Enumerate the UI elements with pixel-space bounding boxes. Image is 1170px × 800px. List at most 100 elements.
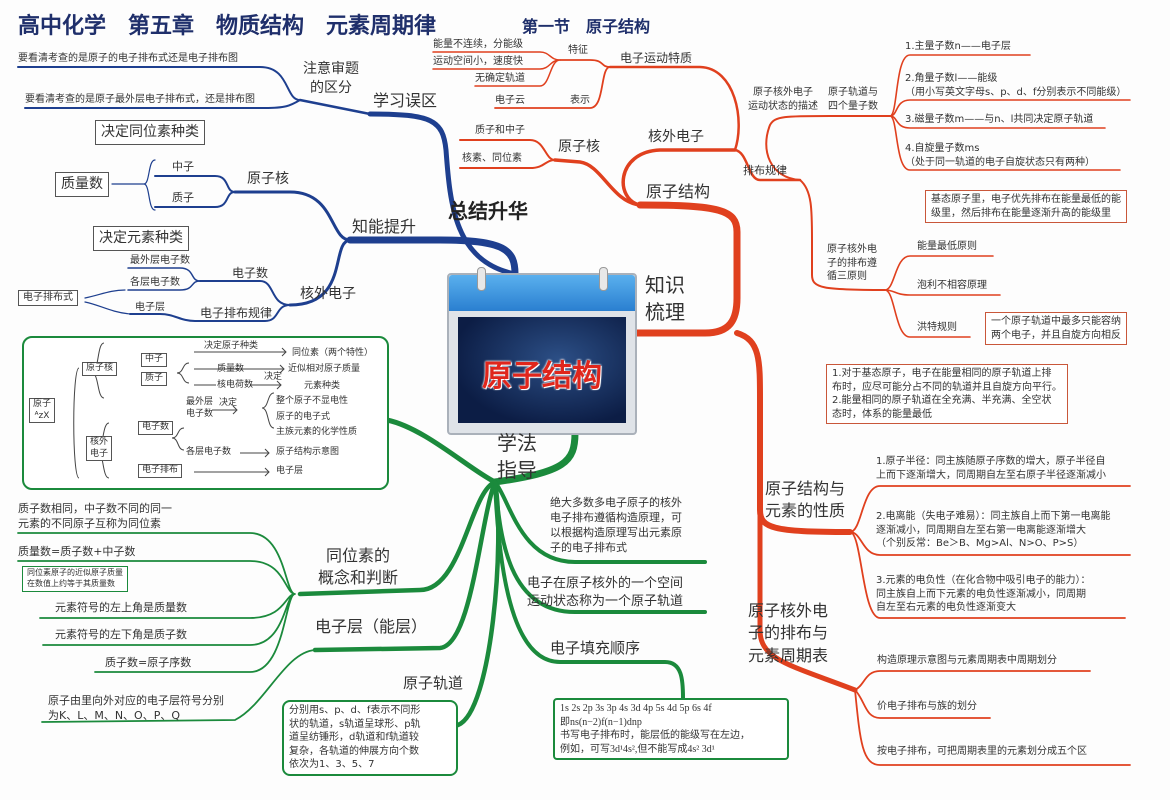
feature-item: 能量不连续，分能级	[433, 39, 523, 50]
table-shell: 电子层	[276, 466, 304, 476]
node-electron-count: 电子数	[232, 266, 269, 280]
line-count	[199, 280, 291, 306]
line-principle-items	[884, 255, 1001, 338]
line-feature	[559, 59, 611, 68]
node-mistakes: 学习误区	[373, 91, 438, 110]
trunk-summary	[346, 236, 519, 278]
callout-hund: 1.对于基态原子，电子在能量相同的原子轨道上排 布时，应尽可能分占不同的轨道并且…	[826, 364, 1068, 424]
brace-mass	[111, 159, 156, 211]
feature-item: 无确定轨道	[475, 73, 525, 84]
table-diagram: 原子结构示意图	[276, 447, 340, 457]
green-connectors	[17, 417, 707, 728]
line-layer-count	[127, 280, 201, 291]
node-neutron: 中子	[172, 160, 194, 173]
quantum-item: 2.角量子数l——能级 （用小写英文字母s、p、d、f分别表示不同能级）	[905, 73, 1127, 98]
aufbau-item: 绝大多数多电子原子的核外 电子排布遵循构造原理，可 以根据构造原理写出元素原 子…	[550, 496, 682, 554]
line-represent	[494, 66, 611, 109]
property-item: 1.原子半径：同主族随原子序数的增大，原子半径自 上而下逐渐增大，同周期自左至右…	[876, 456, 1106, 481]
center-node: 原子结构	[447, 267, 637, 435]
node-proton: 质子	[172, 191, 194, 204]
line-periodic	[757, 507, 858, 693]
line-rule	[733, 148, 802, 182]
callout-lowest-energy: 基态原子里，电子优先排布在能量最低的能 级里，然后排布在能量逐渐升高的能级里	[925, 190, 1127, 223]
line-aufbau	[493, 480, 707, 564]
node-ability: 知能提升	[352, 217, 417, 236]
periodic-item: 按电子排布，可把周期表里的元素划分成五个区	[877, 746, 1087, 757]
filling-box: 1s 2s 2p 3s 3p 4s 3d 4p 5s 4d 5p 6s 4f 即…	[553, 698, 789, 760]
node-isotope: 同位素的 概念和判断	[318, 546, 399, 588]
line-nuc-2	[459, 159, 556, 169]
table-decide2: 决定	[219, 398, 238, 408]
page-title: 高中化学 第五章 物质结构 元素周期律	[18, 14, 437, 39]
periodic-item: 价电子排布与族的划分	[877, 701, 977, 712]
table-isotope: 同位素（两个特性）	[292, 348, 374, 358]
line-shell-item	[41, 649, 316, 723]
center-label: 原子结构	[482, 359, 602, 394]
line-neutron	[154, 175, 236, 193]
line-motion	[608, 65, 740, 152]
table-nucleus: 原子核	[82, 362, 118, 376]
nucleus-item: 质子和中子	[475, 125, 525, 136]
table-chemical: 主族元素的化学性质	[276, 427, 358, 437]
table-mass-number: 质量数	[217, 364, 245, 374]
calendar-header	[449, 267, 635, 311]
node-layer-count: 各层电子数	[130, 277, 180, 288]
line-nuc-1	[459, 139, 556, 161]
orbital-box: 分别用s、p、d、f表示不同形 状的轨道，s轨道呈球形、p轨 道呈纺锤形，d轨道…	[282, 700, 458, 776]
node-quantum-numbers: 原子轨道与 四个量子数	[828, 87, 878, 112]
table-outer: 核外 电子	[86, 436, 113, 462]
isotope-item: 质子数=原子序数	[105, 656, 192, 669]
isotope-item: 质子数相同，中子数不同的同一 元素的不同原子互称为同位素	[18, 502, 172, 530]
table-decide: 决定	[264, 372, 283, 382]
mistake-item: 要看清考查的是原子最外层电子排布式，还是排布图	[25, 94, 255, 105]
table-electron-formula: 原子的电子式	[276, 412, 331, 422]
line-principles	[799, 179, 886, 291]
line-outer	[288, 238, 352, 307]
line-outer-count	[127, 267, 201, 282]
node-three-principles: 原子核外电 子的排布遵 循三原则	[827, 244, 877, 282]
node-outer-count: 最外层电子数	[130, 255, 190, 266]
node-orbital: 原子轨道	[403, 674, 464, 692]
node-periodic: 原子核外电 子的排布与 元素周期表	[748, 601, 829, 665]
node-nucleus-red: 原子核	[558, 139, 600, 155]
isotope-item: 质量数=质子数+中子数	[18, 545, 136, 558]
line-mistake-1	[17, 66, 301, 101]
principle-item: 泡利不相容原理	[917, 280, 987, 291]
line-mistakes	[298, 98, 372, 116]
blue-connectors	[17, 66, 519, 322]
table-proton: 质子	[141, 372, 168, 386]
quantum-item: 4.自旋量子数ms （处于同一轨道的电子自旋状态只有两种）	[905, 143, 1095, 168]
table-arrangement: 电子排布	[138, 464, 183, 478]
line-mistake-2	[24, 99, 301, 109]
periodic-item: 构造原理示意图与元素周期表中周期划分	[877, 655, 1057, 666]
page-subtitle: 第一节 原子结构	[522, 17, 651, 36]
branch-summary: 总结升华	[448, 199, 528, 223]
quantum-item: 1.主量子数n——电子层	[905, 41, 1011, 52]
node-motion-state: 原子核外电子 运动状态的描述	[748, 87, 818, 112]
table-outer-count: 最外层 电子数	[186, 397, 214, 420]
calendar-ring-icon	[477, 267, 486, 291]
line-table	[384, 417, 498, 485]
node-filling-order: 电子填充顺序	[550, 639, 641, 657]
callout-proton: 决定元素种类	[93, 226, 189, 251]
line-shell	[312, 479, 498, 653]
line-property-items	[849, 485, 1131, 619]
line-features	[432, 51, 561, 87]
node-outer-electrons-red: 核外电子	[648, 129, 704, 145]
table-element-type: 元素种类	[304, 381, 341, 391]
node-outer-electrons: 核外电子	[300, 286, 356, 302]
arrow-to-config	[84, 289, 131, 315]
line-filling	[493, 480, 685, 700]
table-neutral: 整个原子不显电性	[276, 396, 349, 406]
table-electron-count: 电子数	[138, 421, 174, 435]
quantum-item: 3.磁量子数m——与n、l共同决定原子轨道	[905, 114, 1094, 125]
line-rule	[129, 304, 291, 322]
branch-knowledge: 知识 梳理	[645, 273, 685, 324]
line-orbital	[455, 479, 501, 728]
node-atomic-structure: 原子结构	[646, 182, 711, 201]
shell-item: 原子由里向外对应的电子层符号分别 为K、L、M、N、O、P、Q	[48, 694, 224, 722]
table-relative-mass: 近似相对原子质量	[288, 364, 361, 374]
isotope-item: 元素符号的左下角是质子数	[55, 628, 187, 641]
node-careful-reading: 注意审题 的区分	[303, 61, 359, 96]
